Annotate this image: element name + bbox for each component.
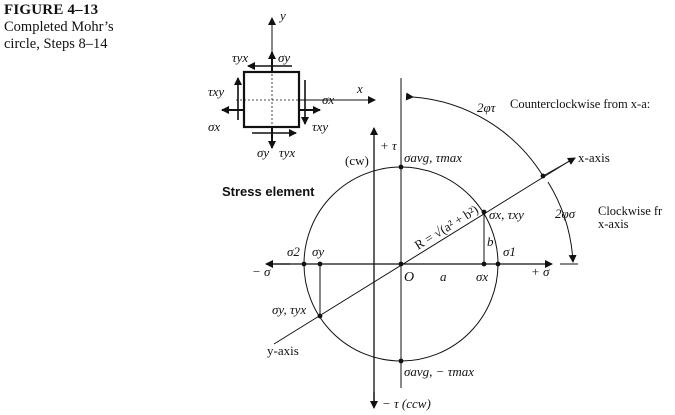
top-point-label: σavg, τmax	[404, 150, 462, 165]
sigma1-label: σ1	[503, 244, 516, 259]
sigma-y-top-label: σy	[278, 50, 290, 65]
bottom-point-dot	[398, 358, 404, 364]
mohr-points	[301, 164, 546, 364]
figure-caption-block: FIGURE 4–13 Completed Mohr’s circle, Ste…	[4, 2, 114, 53]
top-point-dot	[398, 164, 404, 170]
tau-xy-left-label: τxy	[208, 84, 224, 99]
tau-cw-sub-label: (cw)	[345, 153, 369, 168]
x-axis-arc-dot	[540, 173, 546, 179]
center-dot	[398, 261, 404, 267]
element-square	[242, 70, 301, 129]
xy-diameter-line	[273, 159, 572, 345]
sigma1-dot	[495, 261, 501, 267]
figure-number: FIGURE 4–13	[4, 2, 99, 18]
bottom-point-label: σavg, − τmax	[404, 364, 474, 379]
x-axis-label: x-axis	[578, 150, 610, 165]
element-x-label: x	[356, 81, 363, 96]
origin-label: O	[404, 270, 414, 285]
figure-caption-line-2: circle, Steps 8–14	[4, 36, 108, 52]
a-label: a	[440, 269, 447, 284]
clockwise-text-line-1: Clockwise fr	[598, 204, 663, 218]
y-axis-label: y-axis	[267, 343, 299, 358]
stress-element	[221, 17, 376, 149]
pos-sigma-label: + σ	[531, 264, 550, 279]
x-axis-extension	[542, 157, 576, 177]
point-y-label: σy, τyx	[272, 302, 306, 317]
sigma-x-left-label: σx	[208, 119, 220, 134]
sigma-x-axis-label: σx	[476, 269, 488, 284]
element-y-label: y	[278, 8, 286, 23]
point-x-dot	[481, 209, 487, 215]
sigma-y-axis-label: σy	[312, 244, 324, 259]
tau-cw-label: + τ	[380, 138, 398, 153]
stress-element-labels: y x τyx σy τxy σx σx τxy σy τyx	[208, 8, 363, 160]
tau-yx-top-label: τyx	[232, 50, 248, 65]
sigma2-label: σ2	[287, 244, 300, 259]
mohr-labels: + τ (cw) − τ (ccw) − σ + σ O σ2 σy σ1 σx…	[252, 97, 663, 411]
tau-xy-right-label: τxy	[312, 119, 328, 134]
tau-yx-bottom-label: τyx	[279, 145, 295, 160]
b-label: b	[487, 234, 494, 249]
point-x-label: σx, τxy	[489, 207, 524, 222]
two-phi-tau-arc	[405, 92, 544, 177]
two-phi-sigma-arc	[547, 181, 577, 263]
sigma2-dot	[301, 261, 307, 267]
stress-element-label: Stress element	[222, 184, 315, 199]
radius-label: R = √(a² + b²)	[412, 202, 481, 253]
two-phi-sigma-label: 2φσ	[555, 206, 576, 221]
clockwise-text-line-2: x-axis	[598, 217, 629, 231]
tau-ccw-label: − τ (ccw)	[382, 396, 431, 411]
sigma-x-dot	[481, 261, 487, 267]
two-phi-tau-label: 2φτ	[477, 100, 497, 115]
sigma-y-bottom-label: σy	[257, 145, 269, 160]
point-y-dot	[317, 313, 323, 319]
counterclockwise-text: Counterclockwise from x-a:	[510, 97, 650, 111]
figure-caption-line-1: Completed Mohr’s	[4, 19, 114, 35]
sigma-x-right-label: σx	[322, 92, 334, 107]
sigma-y-dot	[317, 261, 323, 267]
neg-sigma-label: − σ	[252, 264, 271, 279]
